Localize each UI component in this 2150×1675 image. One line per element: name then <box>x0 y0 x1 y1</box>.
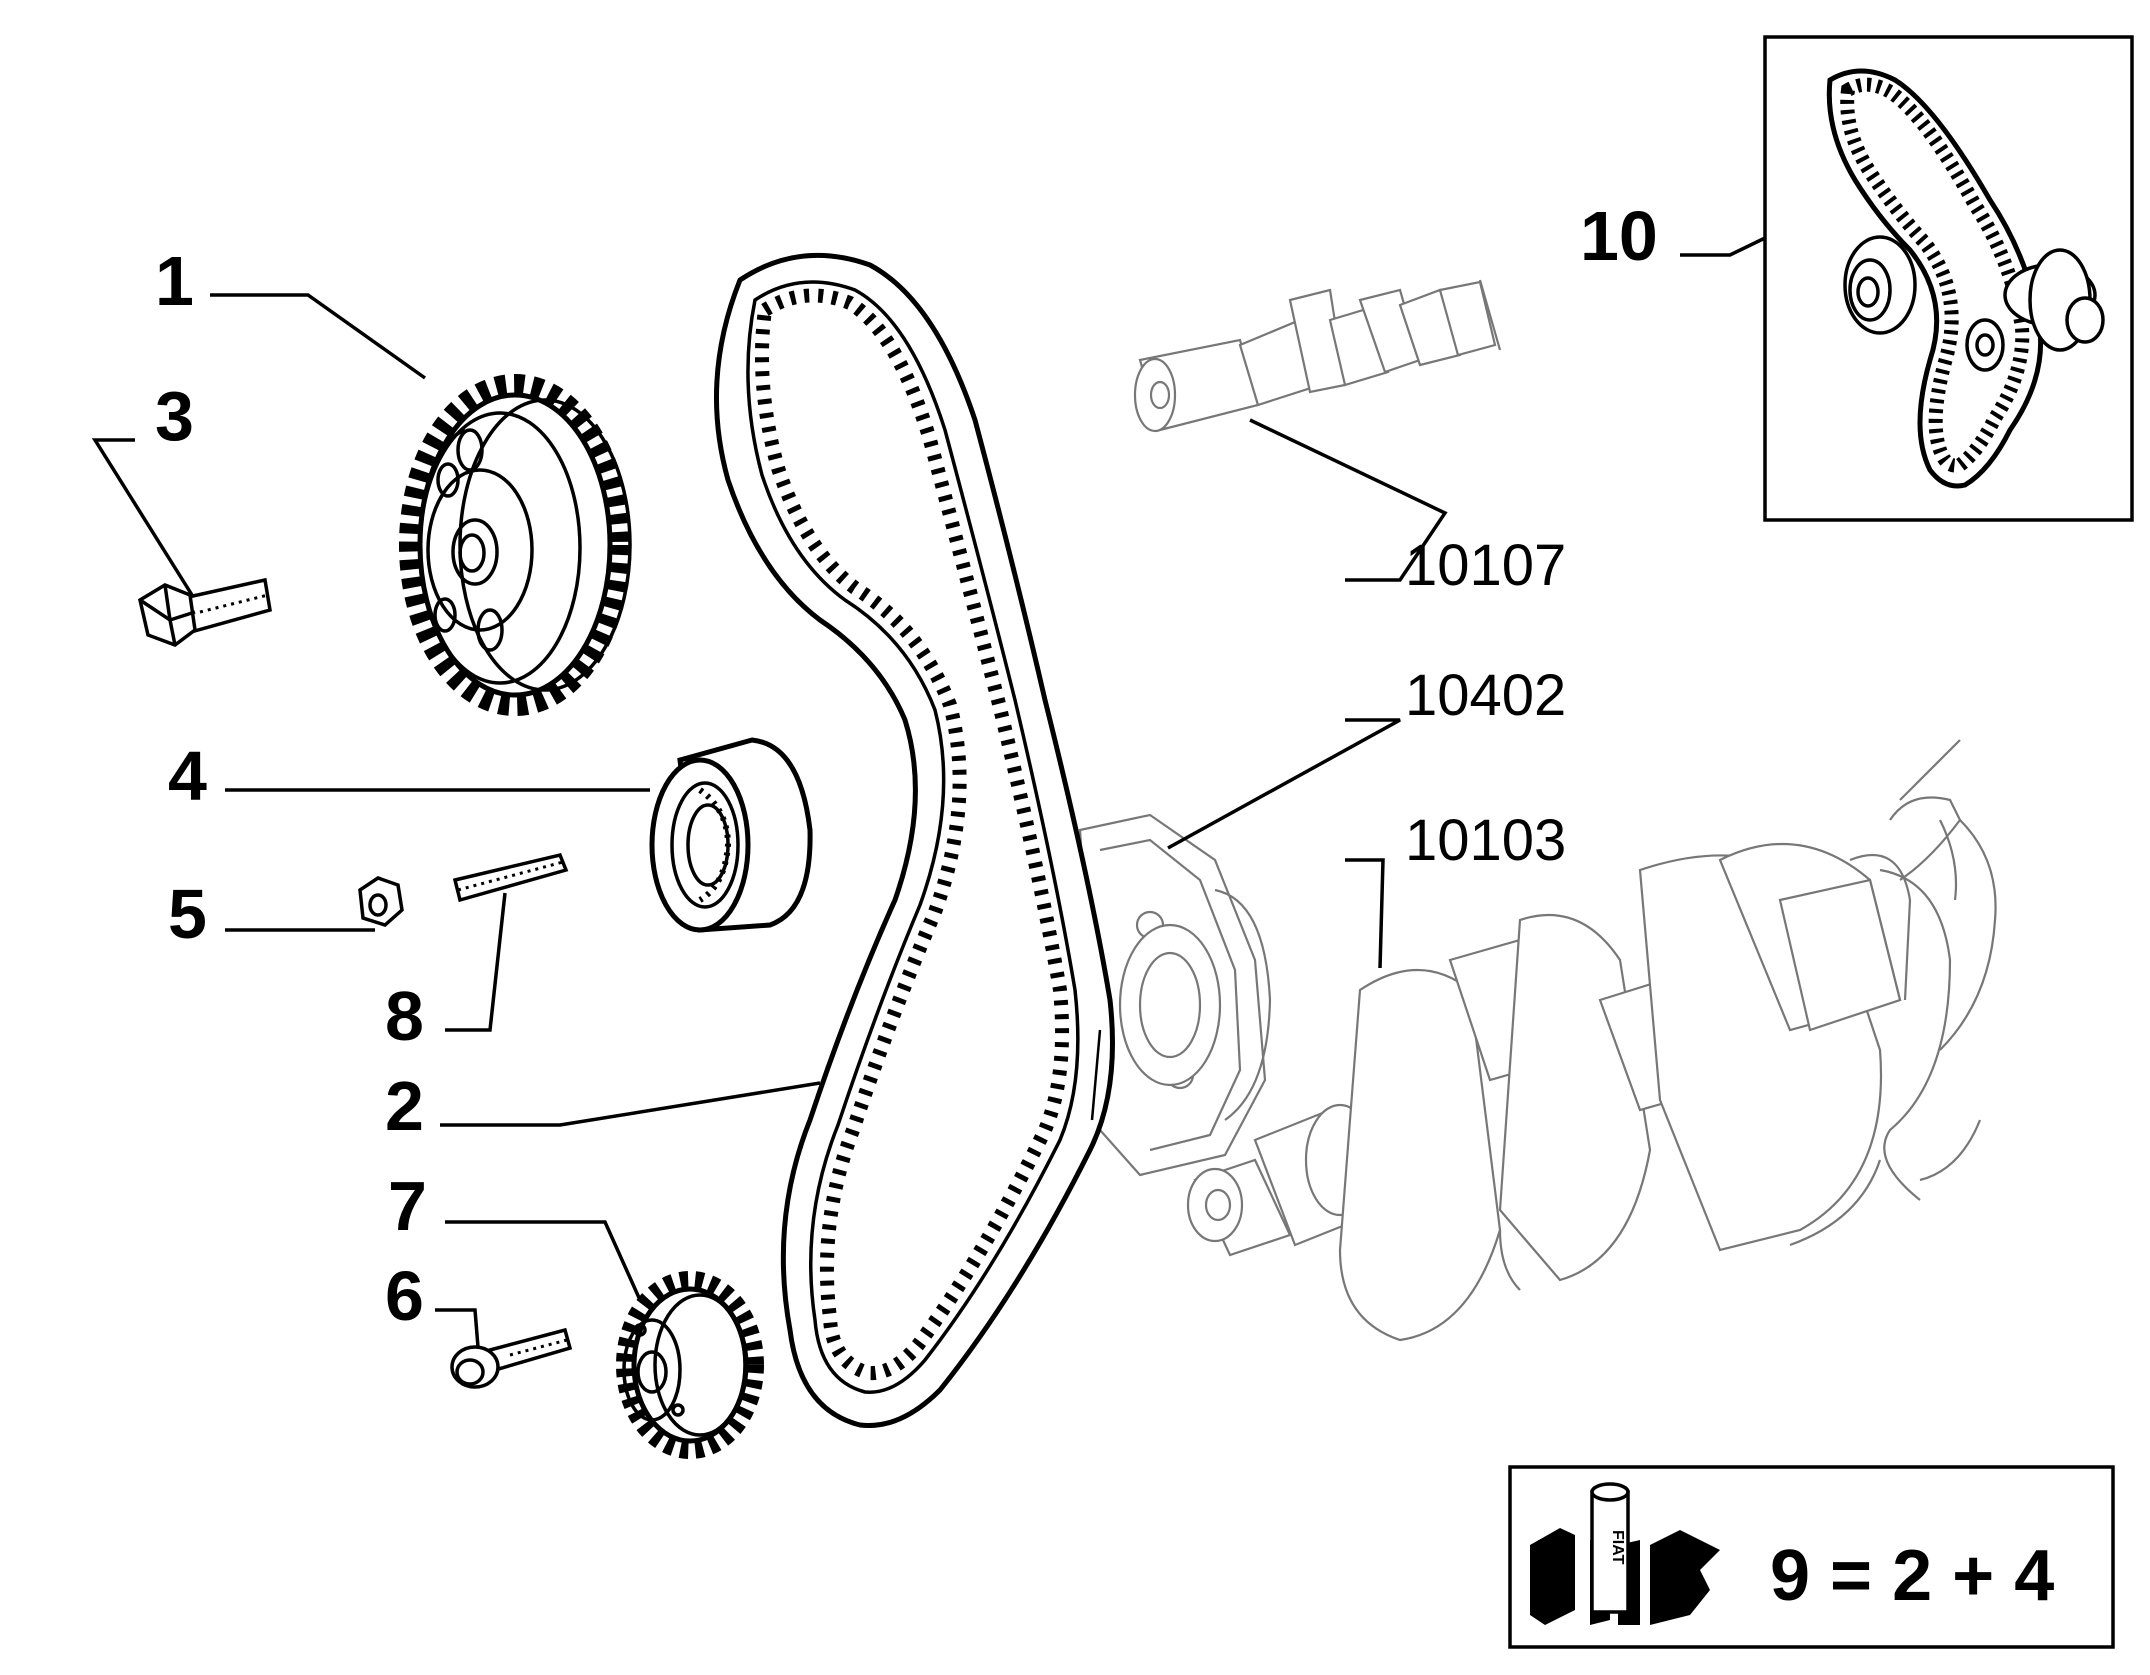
callout-2: 2 <box>385 1067 424 1145</box>
callout-4: 4 <box>168 737 207 815</box>
reference-labels: 10107 10402 10103 <box>1405 533 1566 873</box>
camshaft <box>1133 279 1502 433</box>
kit-composition-box: FIAT FIAT FIAT 9 = 2 + 4 <box>1508 1465 2115 1649</box>
crankshaft <box>1186 739 1997 1342</box>
callout-labels: 1 3 4 5 8 2 7 6 10 <box>155 197 1658 1335</box>
tensioner-bearing <box>649 737 813 933</box>
nut-5 <box>358 876 404 927</box>
callout-6: 6 <box>385 1257 424 1335</box>
callout-5: 5 <box>168 875 207 953</box>
callout-8: 8 <box>385 977 424 1055</box>
callout-7: 7 <box>388 1167 427 1245</box>
camshaft-pulley <box>399 374 632 716</box>
timing-kit-inset <box>1763 35 2134 522</box>
leader-lines <box>91 236 1766 1348</box>
ref-crankshaft: 10103 <box>1405 808 1566 873</box>
oil-seal-flange <box>1078 813 1272 1177</box>
callout-3: 3 <box>155 377 194 455</box>
fiat-kit-logo-icon: FIAT FIAT FIAT <box>1530 1482 1720 1625</box>
kit-brand-right: FIAT <box>1650 1591 1687 1614</box>
crankshaft-sprocket <box>616 1271 764 1459</box>
bolt-6 <box>450 1327 573 1389</box>
callout-10: 10 <box>1580 197 1658 275</box>
ref-oil-seal: 10402 <box>1405 663 1566 728</box>
ref-camshaft: 10107 <box>1405 533 1566 598</box>
stud-8 <box>452 852 569 903</box>
kit-brand-top: FIAT <box>1609 1530 1626 1565</box>
timing-belt <box>713 252 1115 1429</box>
kit-formula: 9 = 2 + 4 <box>1770 1536 2054 1616</box>
kit-brand-left: FIAT <box>1555 1564 1578 1601</box>
bolt-3 <box>138 577 272 647</box>
callout-1: 1 <box>155 242 194 320</box>
